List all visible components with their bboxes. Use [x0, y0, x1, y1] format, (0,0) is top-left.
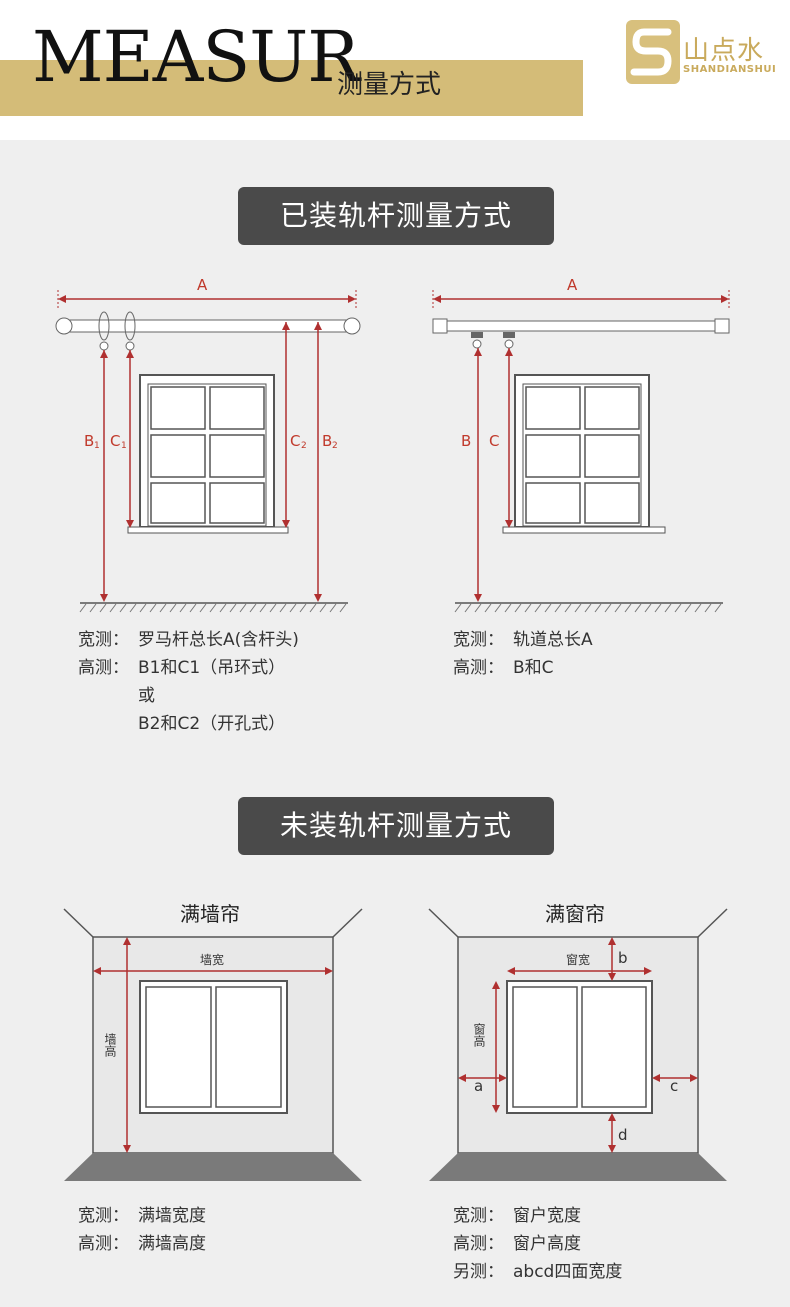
label-wall-height: 墙高 [103, 1033, 117, 1058]
svg-text:1: 1 [94, 441, 100, 451]
brand-logo-icon [626, 20, 680, 84]
label-a: A [197, 276, 208, 294]
full-window-diagram: 满窗帘 窗宽 窗高 b a c d [428, 902, 728, 1181]
section-installed-title: 已装轨杆测量方式 [238, 187, 554, 245]
page-header: MEASUR 测量方式 山点水 SHANDIANSHUI [0, 0, 790, 140]
svg-text:2: 2 [301, 441, 307, 451]
page-subtitle: 测量方式 [337, 70, 442, 100]
full-window-heading: 满窗帘 [545, 902, 605, 926]
section-uninstalled-title: 未装轨杆测量方式 [238, 797, 554, 855]
title-gold-bar [0, 60, 583, 116]
roman-rod-diagram: A B 1 C 1 C 2 B 2 [55, 276, 361, 613]
label-c1: C [110, 432, 120, 450]
full-wall-diagram: 满墙帘 墙宽 墙高 [63, 902, 363, 1181]
full-wall-heading: 满墙帘 [180, 902, 240, 926]
label-b1: B [84, 432, 94, 450]
label-a: a [474, 1077, 483, 1095]
label-a: A [567, 276, 578, 294]
brand-subname: SHANDIANSHUI [683, 64, 777, 75]
label-window-height: 窗高 [472, 1023, 486, 1048]
full-wall-description: 宽测：满墙宽度 高测：满墙高度 [78, 1206, 206, 1254]
brand-name: 山点水 [683, 36, 765, 66]
roman-rod-description: 宽测：罗马杆总长A(含杆头) 高测：B1和C1（吊环式） 或 B2和C2（开孔式… [78, 630, 299, 734]
label-b: B [461, 432, 471, 450]
label-c2: C [290, 432, 300, 450]
label-b: b [618, 949, 628, 967]
page-title: MEASUR [32, 16, 360, 98]
label-b2: B [322, 432, 332, 450]
label-c: c [670, 1077, 678, 1095]
label-window-width: 窗宽 [566, 952, 590, 967]
full-window-description: 宽测：窗户宽度 高测：窗户高度 另测：abcd四面宽度 [453, 1206, 623, 1282]
track-diagram: A B C [432, 276, 730, 613]
track-description: 宽测：轨道总长A 高测：B和C [453, 630, 593, 678]
label-d: d [618, 1126, 628, 1144]
svg-text:1: 1 [121, 441, 127, 451]
label-wall-width: 墙宽 [200, 952, 224, 967]
svg-text:2: 2 [332, 441, 338, 451]
label-c: C [489, 432, 499, 450]
